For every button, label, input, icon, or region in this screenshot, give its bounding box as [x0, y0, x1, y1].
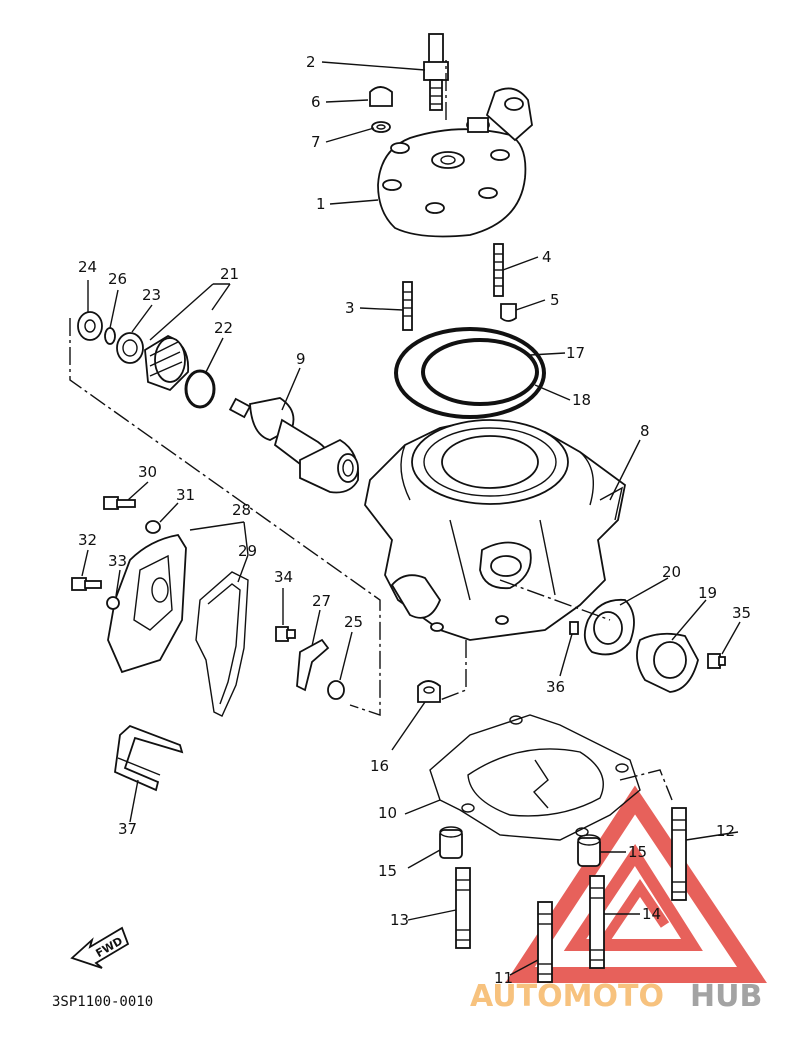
part-label: 16 — [370, 757, 389, 775]
part-label: 34 — [274, 568, 293, 586]
part-label: 12 — [716, 822, 735, 840]
leader-lines — [81, 61, 741, 976]
part-label: 19 — [698, 584, 717, 602]
nut-5 — [500, 303, 517, 322]
part-label: 27 — [312, 592, 331, 610]
part-label: 4 — [542, 248, 552, 266]
part-label: 14 — [642, 905, 661, 923]
watermark-text-a: AUTOMOTO — [470, 979, 664, 1014]
part-label: 7 — [311, 133, 321, 151]
part-label: 10 — [378, 804, 397, 822]
bolt-35 — [71, 577, 102, 591]
part-label: 28 — [232, 501, 251, 519]
part-label: 2 — [306, 53, 316, 71]
part-label: 36 — [546, 678, 565, 696]
nut-16 — [417, 680, 441, 703]
part-label: 9 — [296, 350, 306, 368]
cylinder-head — [377, 87, 533, 238]
part-label: 24 — [78, 258, 97, 276]
oil-seal-25 — [116, 332, 144, 364]
bushing-26 — [77, 311, 103, 341]
washer-36 — [106, 596, 120, 610]
part-label: 30 — [138, 463, 157, 481]
valve-holder-23 — [144, 334, 190, 392]
collar-27 — [327, 680, 345, 700]
part-label: 17 — [566, 344, 585, 362]
stud-12 — [671, 807, 687, 901]
part-label: 31 — [176, 486, 195, 504]
part-label: 15 — [378, 862, 397, 880]
part-label: 21 — [220, 265, 239, 283]
stud-13 — [455, 867, 471, 949]
watermark-logo — [505, 785, 767, 983]
part-label: 32 — [78, 531, 97, 549]
cylinder — [364, 419, 626, 641]
part-label: 6 — [311, 93, 321, 111]
watermark-text-b: HUB — [690, 979, 762, 1014]
o-ring-17 — [421, 338, 539, 406]
assembly-lines — [69, 60, 673, 801]
lever-29 — [296, 638, 330, 692]
part-label: 29 — [238, 542, 257, 560]
pin-20 — [569, 621, 579, 635]
part-label: 13 — [390, 911, 409, 929]
drawing-code: 3SP1100-0010 — [52, 994, 153, 1010]
watermark-text: AUTOMOTO HUB — [470, 979, 762, 1014]
stud-bolt-4 — [493, 243, 504, 297]
stud-14 — [589, 875, 605, 969]
stud-bolt-3 — [402, 281, 413, 331]
spark-plug — [423, 33, 449, 111]
o-ring-24 — [184, 369, 216, 409]
part-labels: 2 6 7 1 3 4 5 17 18 8 9 24 26 23 21 22 3… — [78, 53, 751, 987]
washer-34 — [145, 520, 161, 534]
base-gasket-10 — [429, 714, 641, 841]
bolt-30 — [275, 626, 296, 642]
part-label: 18 — [572, 391, 591, 409]
cover-19 — [636, 632, 699, 693]
gasket-22 — [583, 598, 635, 656]
gasket-32 — [195, 571, 249, 717]
cap-nut — [369, 86, 393, 107]
part-label: 22 — [214, 319, 233, 337]
part-label: 23 — [142, 286, 161, 304]
part-label: 33 — [108, 552, 127, 570]
part-label: 8 — [640, 422, 650, 440]
part-label: 1 — [316, 195, 326, 213]
part-label: 20 — [662, 563, 681, 581]
part-label: 3 — [345, 299, 355, 317]
clip-37 — [114, 724, 184, 792]
o-ring-28 — [104, 327, 116, 345]
part-label: 15 — [628, 843, 647, 861]
stud-11 — [537, 901, 553, 983]
valve-cover-31 — [107, 534, 187, 674]
fwd-arrow-icon: FWD — [70, 926, 130, 969]
dowel-pin-15-left — [439, 826, 463, 859]
bolt-21 — [707, 653, 726, 669]
power-valve — [228, 397, 360, 494]
part-label: 11 — [494, 969, 513, 987]
part-label: 25 — [344, 613, 363, 631]
part-label: 5 — [550, 291, 560, 309]
part-label: 35 — [732, 604, 751, 622]
part-label: 26 — [108, 270, 127, 288]
o-ring-18 — [394, 327, 546, 419]
part-label: 37 — [118, 820, 137, 838]
washer — [371, 121, 391, 133]
bolt-33 — [103, 496, 136, 510]
dowel-pin-15-right — [577, 834, 601, 867]
